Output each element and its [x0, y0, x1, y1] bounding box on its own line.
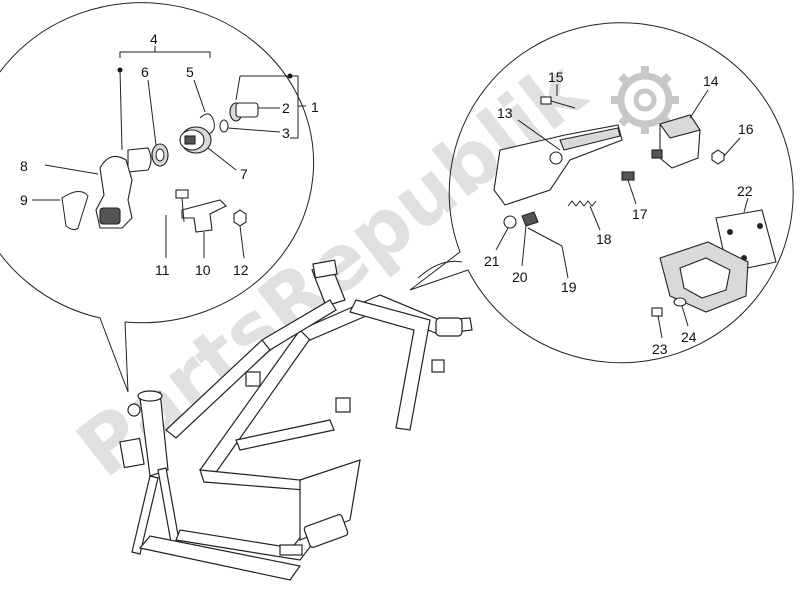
- part-17-screw: [621, 171, 637, 205]
- callout-4: 4: [150, 31, 158, 47]
- callout-labels: 1 2 3 4 5 6 7 8 9 10 11 12 13 14 15 16 1…: [20, 31, 754, 357]
- callout-5: 5: [186, 64, 194, 80]
- callout-11: 11: [155, 262, 170, 278]
- part-6-washer: [147, 79, 169, 167]
- part-11-bolt: [165, 189, 189, 258]
- callout-15: 15: [548, 69, 564, 85]
- part-21-clip: [495, 215, 517, 251]
- part-13-bracket: [493, 119, 623, 206]
- callout-10: 10: [195, 262, 211, 278]
- callout-18: 18: [596, 231, 612, 247]
- left-parts: [32, 46, 306, 259]
- right-detail-circle: [409, 22, 794, 364]
- callout-23: 23: [652, 341, 668, 357]
- callout-7: 7: [240, 166, 248, 182]
- part-19-pin: [527, 227, 569, 279]
- callout-2: 2: [282, 100, 290, 116]
- part-15-bolt: [540, 84, 576, 109]
- callout-3: 3: [282, 125, 290, 141]
- callout-20: 20: [512, 269, 528, 285]
- callout-6: 6: [141, 64, 149, 80]
- callout-24: 24: [681, 329, 697, 345]
- seat-lock-base: [659, 241, 749, 313]
- scooter-frame: [119, 259, 473, 581]
- callout-8: 8: [20, 158, 28, 174]
- part-8-lock-body: [44, 155, 133, 229]
- part-20-latch: [521, 211, 539, 267]
- callout-12: 12: [233, 262, 249, 278]
- part-12-nut: [233, 209, 247, 259]
- part-5-clip: [193, 79, 215, 135]
- part-4-housing: [127, 147, 152, 173]
- part-14-hinge: [651, 89, 709, 169]
- callout-16: 16: [738, 121, 754, 137]
- callout-22: 22: [737, 183, 753, 199]
- right-parts: [493, 84, 777, 339]
- left-detail-circle: [0, 2, 315, 393]
- frame-lock-ring: [127, 403, 141, 417]
- part-10-lever: [181, 199, 227, 258]
- gear-icon: [611, 66, 679, 134]
- part-18-spring: [567, 200, 601, 231]
- part-23-screw: [651, 307, 663, 339]
- callout-17: 17: [632, 206, 648, 222]
- callout-21: 21: [484, 253, 500, 269]
- part-3-ring: [219, 119, 281, 133]
- callout-9: 9: [20, 192, 28, 208]
- part-16-nut: [711, 137, 741, 165]
- part-7-cylinder: [179, 126, 237, 171]
- callout-13: 13: [497, 105, 513, 121]
- callout-1: 1: [311, 99, 319, 115]
- part-9-cable: [32, 191, 89, 231]
- part-2-lock-barrel: [229, 102, 280, 122]
- callout-19: 19: [561, 279, 577, 295]
- callout-14: 14: [703, 73, 719, 89]
- pointer-arc: [417, 260, 463, 279]
- part-24-washer: [673, 297, 689, 327]
